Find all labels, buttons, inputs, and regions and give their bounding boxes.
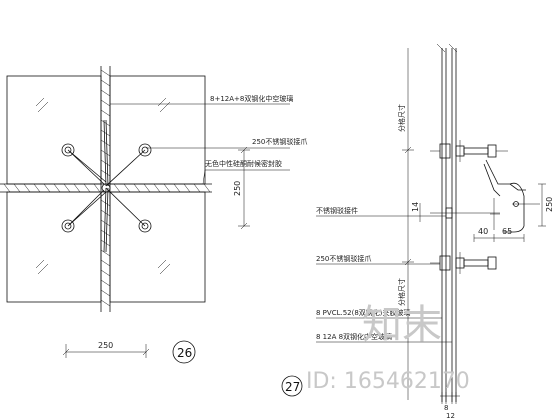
claw-fixing-top-right (138, 143, 152, 157)
glass-spec-label: 8+12A+8双钢化中空玻璃 (210, 94, 293, 103)
svg-text:26: 26 (177, 346, 192, 360)
svg-text:分格尺寸: 分格尺寸 (397, 278, 406, 306)
bottom-dimension: 250 (62, 341, 150, 358)
upper-claw-fitting (430, 140, 508, 162)
mid-connector (419, 203, 500, 222)
claw-fixing-bottom-right (138, 219, 152, 233)
svg-text:分格尺寸: 分格尺寸 (397, 104, 406, 132)
svg-text:65: 65 (502, 227, 512, 236)
svg-text:8: 8 (444, 404, 448, 412)
bracket-dimensions: 40 65 250 14 (411, 183, 554, 242)
glass-section (436, 43, 458, 402)
side-dimension: 250 (233, 146, 250, 230)
pvcl-label: 8 PVCL.52(8双钢化)夹胶玻璃 (316, 308, 411, 317)
left-elevation-detail: 8+12A+8双钢化中空玻璃 250不锈钢驳接爪 无色中性硅酮耐候密封胶 250… (0, 66, 307, 364)
detail-marker-26: 26 (172, 340, 196, 364)
claw-fixing-top-left (61, 143, 75, 157)
connector-label: 不锈钢驳接件 (316, 206, 358, 215)
svg-text:250: 250 (233, 181, 242, 196)
claw-fixing-bottom-left (61, 219, 75, 233)
svg-text:14: 14 (411, 202, 420, 212)
glass-pane-top-right (109, 75, 206, 185)
claw-bracket (483, 159, 540, 233)
sealant-leader (202, 169, 290, 185)
sealant-spec-label: 无色中性硅酮耐候密封胶 (205, 159, 282, 168)
lower-claw-fitting (430, 252, 497, 274)
watermark-brand: 知末 (362, 302, 442, 348)
svg-text:12: 12 (446, 412, 455, 420)
svg-text:250: 250 (545, 197, 554, 212)
right-section-detail: 分格尺寸 分格尺寸 (281, 43, 554, 420)
svg-text:40: 40 (478, 227, 488, 236)
svg-text:27: 27 (285, 380, 300, 394)
watermark-id: ID: 165462170 (306, 369, 470, 394)
detail-marker-27: 27 (281, 375, 303, 397)
glass-label-right: 8 12A 8双钢化中空玻璃 (316, 332, 392, 341)
spider-claw (61, 119, 152, 253)
bottom-thickness-dims: 8 12 (440, 392, 460, 420)
glass-pane-bottom-right (109, 191, 206, 303)
claw-label-right: 250不锈钢驳接爪 (316, 254, 371, 263)
claw-spec-label: 250不锈钢驳接爪 (252, 137, 307, 146)
glass-pane-bottom-left (6, 191, 102, 303)
vertical-axis-dimension: 分格尺寸 分格尺寸 (397, 48, 414, 400)
watermark: 知末 ID: 165462170 (306, 302, 470, 394)
svg-text:250: 250 (98, 341, 113, 350)
